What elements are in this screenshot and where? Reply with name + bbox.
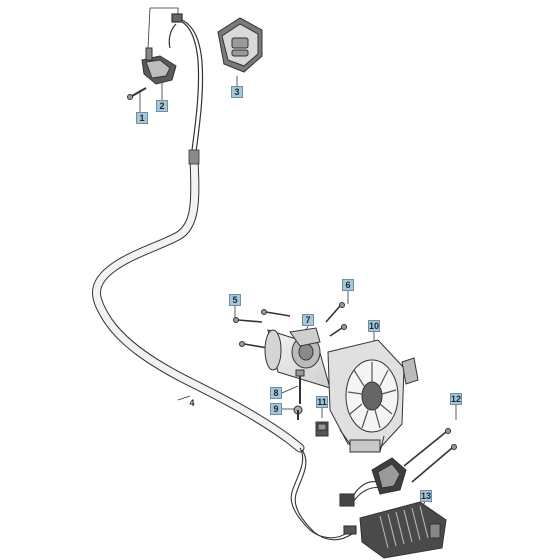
callout-1: 1 — [136, 112, 148, 124]
part-4-cable-tube — [92, 149, 305, 453]
part-10-fan-housing — [327, 339, 419, 453]
callout-5: 5 — [229, 294, 241, 306]
callout-10: 10 — [368, 320, 380, 332]
part-3-cover — [217, 17, 263, 73]
part-8-9-bolts — [293, 369, 305, 420]
screws-12 — [403, 428, 457, 483]
part-ignition-bracket — [371, 457, 407, 495]
wire-harness-bottom — [290, 447, 383, 541]
callout-12: 12 — [450, 393, 462, 405]
part-13-module — [359, 501, 447, 559]
part-2-switch — [141, 47, 177, 85]
part-7-clamp — [264, 327, 331, 389]
callout-2: 2 — [156, 100, 168, 112]
callout-11: 11 — [316, 396, 328, 408]
callout-9: 9 — [270, 403, 282, 415]
screws-5-6 — [233, 302, 347, 349]
part-1-screw — [127, 87, 147, 100]
part-11-clip — [315, 421, 329, 437]
callout-8: 8 — [270, 387, 282, 399]
callout-7: 7 — [302, 314, 314, 326]
callout-3: 3 — [231, 86, 243, 98]
callout-6: 6 — [342, 279, 354, 291]
wire-harness-top — [168, 13, 204, 153]
callout-4: 4 — [189, 397, 195, 408]
callout-13: 13 — [420, 490, 432, 502]
